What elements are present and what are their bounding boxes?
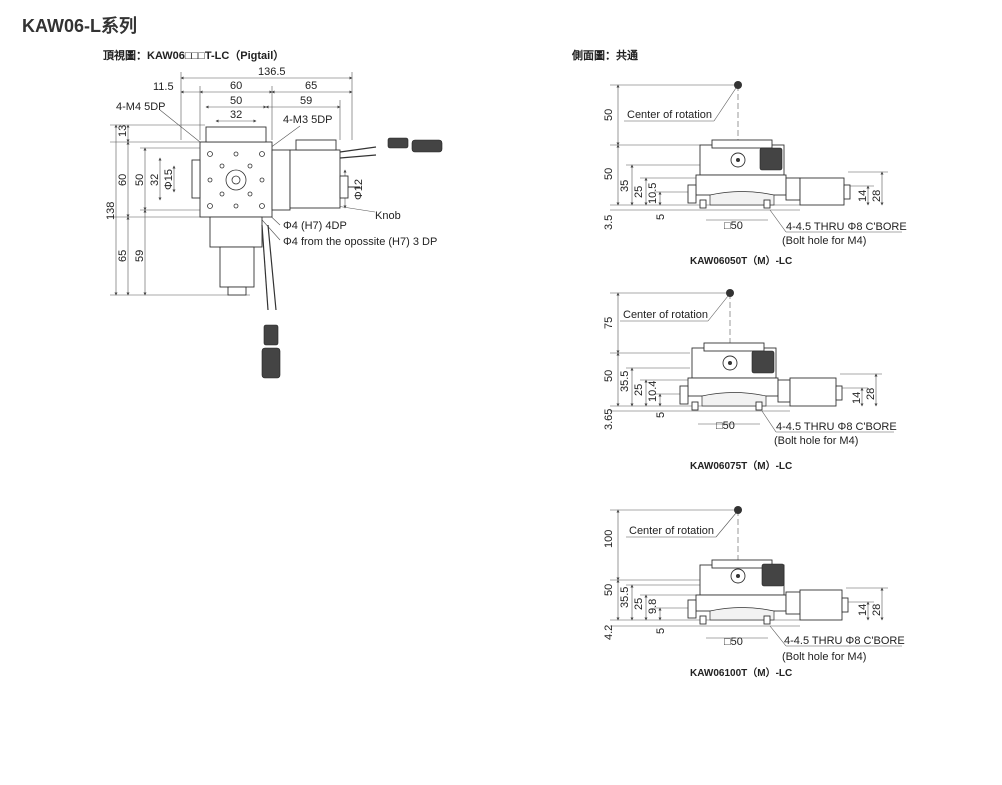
- dim-d25-2: 25: [633, 384, 645, 396]
- dim-base-1: 3.5: [603, 215, 615, 230]
- dim-d65: 65: [305, 80, 317, 92]
- dim-d10-2: 10.4: [647, 381, 659, 402]
- page-title: KAW06-L系列: [22, 16, 138, 36]
- dim-sq-1: □50: [724, 220, 743, 232]
- dim-base-3: 4.2: [603, 625, 615, 640]
- dim-d14-3: 14: [857, 604, 869, 616]
- dim-d50: 50: [230, 95, 242, 107]
- dim-d35-2: 35.5: [619, 371, 631, 392]
- dim-sq-2: □50: [716, 420, 735, 432]
- center-label-2: Center of rotation: [623, 309, 708, 321]
- dim-d35-1: 35: [619, 180, 631, 192]
- center-label-1: Center of rotation: [627, 109, 712, 121]
- dim-d14-2: 14: [851, 392, 863, 404]
- dim-v138: 138: [105, 202, 117, 220]
- dim-d60: 60: [230, 80, 242, 92]
- bolt-label-3: (Bolt hole for M4): [782, 651, 866, 663]
- label-h7-4dp: Φ4 (H7) 4DP: [283, 220, 347, 232]
- dim-d28-1: 28: [871, 190, 883, 202]
- dim-top-2: 75: [603, 317, 615, 329]
- dim-d59: 59: [300, 95, 312, 107]
- dim-d28-3: 28: [871, 604, 883, 616]
- label-h7-3dp: Φ4 from the opossite (H7) 3 DP: [283, 236, 437, 248]
- label-m3: 4-M3 5DP: [283, 114, 333, 126]
- dim-v65: 65: [117, 250, 129, 262]
- thru-label-1: 4-4.5 THRU Φ8 C'BORE: [786, 221, 907, 233]
- top-view-caption: 頂視圖：KAW06□□□T-LC（Pigtail）: [103, 50, 285, 62]
- thru-label-3: 4-4.5 THRU Φ8 C'BORE: [784, 635, 905, 647]
- dim-d10-3: 9.8: [647, 599, 659, 614]
- side-view-2-text: Center of rotation 75 50 35.5 25 10.4 5 …: [603, 309, 897, 472]
- dim-d35-3: 35.5: [619, 587, 631, 608]
- dim-d32: 32: [230, 109, 242, 121]
- dim-top-1: 50: [603, 109, 615, 121]
- side-view-caption: 側面圖：共通: [572, 50, 638, 62]
- dim-phi15: Φ15: [163, 169, 175, 190]
- dim-base-2: 3.65: [603, 409, 615, 430]
- side-view-1-text: Center of rotation 50 50 35 25 10.5 5 3.…: [603, 109, 907, 267]
- label-knob: Knob: [375, 210, 401, 222]
- dim-overall: 136.5: [258, 66, 286, 78]
- dim-d5-3: 5: [655, 628, 667, 634]
- dim-left-offset: 11.5: [153, 81, 174, 93]
- top-view-dimensions: 136.5 11.5 60 65 50 59 32 4-M4 5DP 4-M3 …: [105, 66, 437, 262]
- dim-d5-1: 5: [655, 214, 667, 220]
- dim-v32: 32: [149, 174, 161, 186]
- top-view-drawing: [110, 72, 443, 379]
- side-view-3: [610, 506, 902, 647]
- dim-d5-2: 5: [655, 412, 667, 418]
- dim-d28-2: 28: [865, 388, 877, 400]
- dim-d10-1: 10.5: [647, 183, 659, 204]
- bolt-label-1: (Bolt hole for M4): [782, 235, 866, 247]
- label-m4: 4-M4 5DP: [116, 101, 166, 113]
- model-label-1: KAW06050T（M）-LC: [690, 254, 792, 267]
- side-view-2: [610, 289, 894, 433]
- dim-d25-3: 25: [633, 598, 645, 610]
- dim-v13: 13: [117, 125, 129, 137]
- dim-mid-3: 50: [603, 584, 615, 596]
- dim-v59: 59: [134, 250, 146, 262]
- dim-v50: 50: [134, 174, 146, 186]
- dim-mid-1: 50: [603, 168, 615, 180]
- side-view-3-text: Center of rotation 100 50 35.5 25 9.8 5 …: [603, 525, 905, 679]
- model-label-2: KAW06075T（M）-LC: [690, 459, 792, 472]
- dim-v60: 60: [117, 174, 129, 186]
- side-view-1: [610, 81, 902, 233]
- model-label-3: KAW06100T（M）-LC: [690, 666, 792, 679]
- dim-sq-3: □50: [724, 636, 743, 648]
- center-label-3: Center of rotation: [629, 525, 714, 537]
- dim-phi12: Φ12: [353, 179, 365, 200]
- dim-d25-1: 25: [633, 186, 645, 198]
- dim-mid-2: 50: [603, 370, 615, 382]
- dim-d14-1: 14: [857, 190, 869, 202]
- dim-top-3: 100: [603, 530, 615, 548]
- thru-label-2: 4-4.5 THRU Φ8 C'BORE: [776, 421, 897, 433]
- bolt-label-2: (Bolt hole for M4): [774, 435, 858, 447]
